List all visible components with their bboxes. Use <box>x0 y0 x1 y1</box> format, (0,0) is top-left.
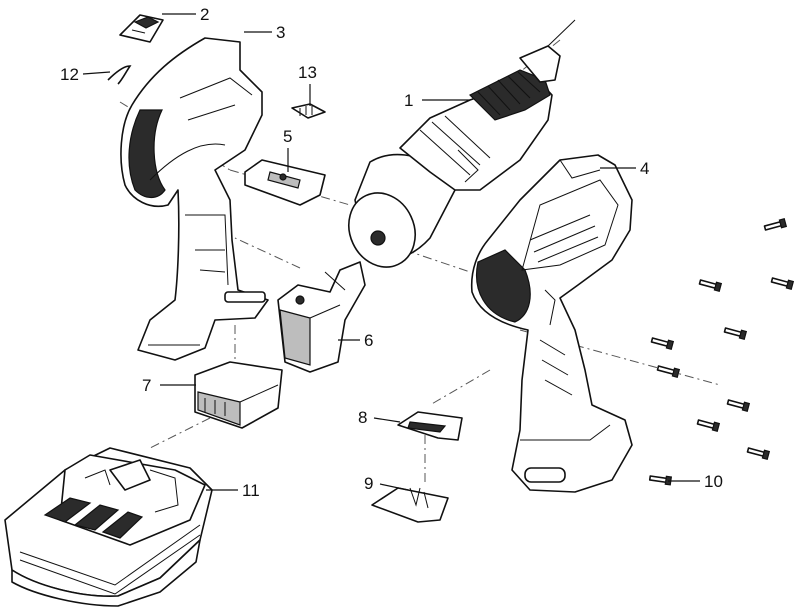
part-4-right-housing <box>470 154 633 493</box>
callout-6: 6 <box>364 331 373 350</box>
part-1-motor-gearbox <box>348 19 576 268</box>
part-6-switch <box>277 261 366 373</box>
leader-lines <box>82 13 700 491</box>
part-5-plate <box>244 159 326 206</box>
screw <box>763 217 788 231</box>
part-13-contact <box>291 103 326 119</box>
callout-3: 3 <box>276 23 285 42</box>
callout-7: 7 <box>142 376 151 395</box>
callout-13: 13 <box>298 63 317 82</box>
part-3-left-housing <box>120 37 269 361</box>
part-10-screws <box>648 217 795 486</box>
callout-12: 12 <box>60 65 79 84</box>
callout-8: 8 <box>358 408 367 427</box>
screw <box>770 277 795 291</box>
callout-2: 2 <box>200 5 209 24</box>
callout-11: 11 <box>242 481 260 500</box>
part-7-terminal <box>194 361 283 429</box>
screw <box>656 365 681 379</box>
part-11-battery <box>4 447 213 607</box>
callout-4: 4 <box>640 159 649 178</box>
screw <box>648 475 673 486</box>
callout-1: 1 <box>404 91 413 110</box>
screw <box>696 419 721 433</box>
callout-10: 10 <box>704 472 723 491</box>
screw <box>650 337 675 351</box>
part-2-clip <box>119 14 164 43</box>
callout-numbers: 1 2 3 4 5 6 7 8 9 10 11 12 13 <box>60 5 723 500</box>
screw <box>723 327 748 341</box>
callout-5: 5 <box>283 127 292 146</box>
screw <box>726 399 751 413</box>
screw <box>746 447 771 461</box>
callout-9: 9 <box>364 474 373 493</box>
part-8-pad <box>397 411 463 441</box>
part-12-spring <box>107 65 132 85</box>
screw <box>698 279 723 293</box>
part-9-pcb <box>371 487 449 523</box>
